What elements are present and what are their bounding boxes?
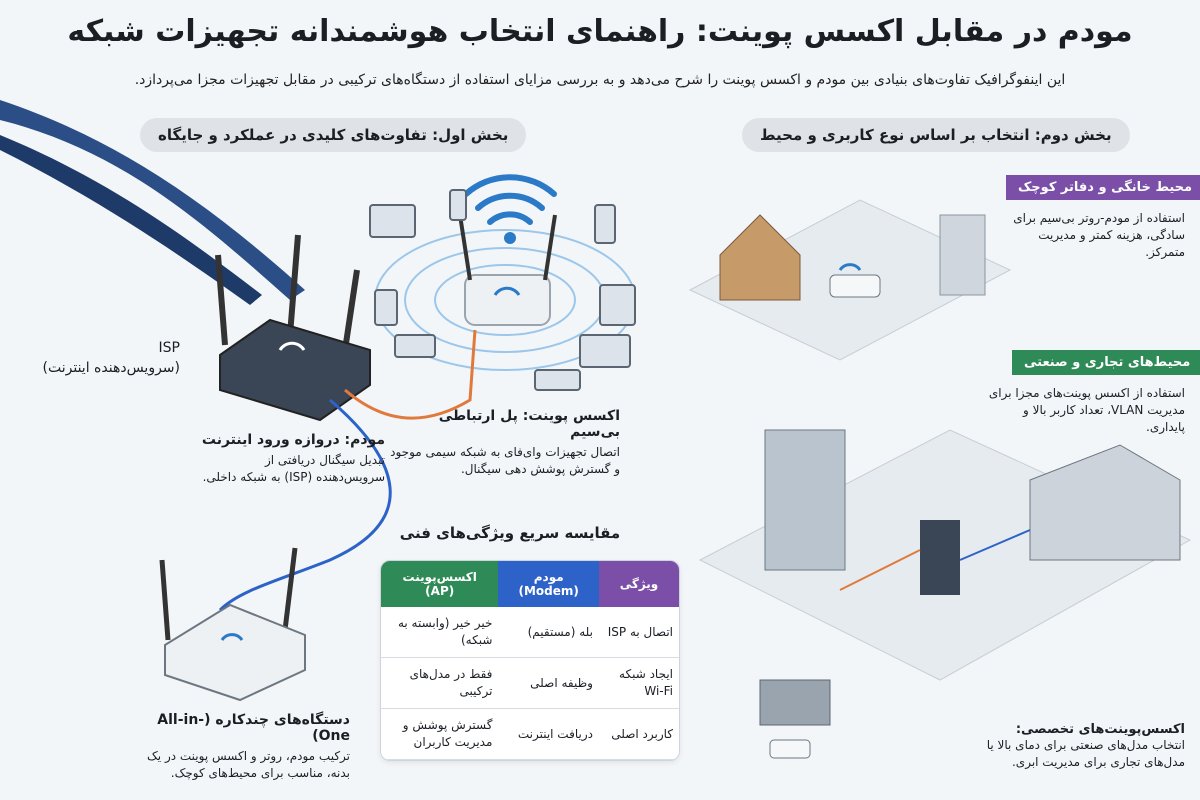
home-office-desc: استفاده از مودم-روتر بی‌سیم برای سادگی، … bbox=[1013, 211, 1185, 259]
special-ap-title: اکسس‌پوینت‌های تخصصی: bbox=[1015, 722, 1185, 737]
special-ap-callout: اکسس‌پوینت‌های تخصصی: انتخاب مدل‌های صنع… bbox=[985, 722, 1185, 771]
table-cell: گسترش پوشش و مدیریت کاربران bbox=[381, 709, 499, 760]
access-point-title: اکسس پوینت: پل ارتباطی بی‌سیم bbox=[438, 408, 620, 440]
table-row: کاربرد اصلی دریافت اینترنت گسترش پوشش و … bbox=[381, 709, 679, 760]
all-in-one-title: دستگاه‌های چندکاره (All-in-One) bbox=[157, 712, 350, 744]
isp-label-line2: (سرویس‌دهنده اینترنت) bbox=[42, 360, 180, 376]
wifi-signal-icon bbox=[463, 174, 557, 225]
isp-label: ISP (سرویس‌دهنده اینترنت) bbox=[20, 338, 180, 378]
wireless-devices bbox=[369, 189, 636, 391]
page-subtitle: این اینفوگرافیک تفاوت‌های بنیادی بین مود… bbox=[134, 72, 1066, 88]
page-title: مودم در مقابل اکسس پوینت: راهنمای انتخاب… bbox=[67, 14, 1133, 49]
main-cable bbox=[0, 100, 305, 300]
comparison-title: مقایسه سریع ویژگی‌های فنی bbox=[399, 524, 621, 542]
home-office-tag: محیط خانگی و دفاتر کوچک bbox=[1006, 175, 1200, 200]
access-point-device bbox=[458, 214, 557, 326]
table-cell: اتصال به ISP bbox=[598, 607, 679, 658]
table-cell: کاربرد اصلی bbox=[598, 709, 679, 760]
table-header-ap: اکسس‌پوینت (AP) bbox=[381, 561, 499, 607]
table-cell: ایجاد شبکه Wi-Fi bbox=[598, 658, 679, 709]
home-scene bbox=[688, 199, 1012, 361]
modem-callout: مودم: دروازه ورود اینترنت تبدیل سیگنال د… bbox=[200, 432, 385, 486]
isp-label-line1: ISP bbox=[158, 340, 180, 356]
table-cell: خیر خیر (وابسته به شبکه) bbox=[381, 607, 499, 658]
comparison-table: ویژگی مودم (Modem) اکسس‌پوینت (AP) اتصال… bbox=[380, 560, 680, 761]
table-cell: بله (مستقیم) bbox=[498, 607, 599, 658]
ethernet-cable-orange bbox=[344, 329, 477, 420]
ethernet-cable-blue bbox=[218, 398, 392, 612]
modem-desc: تبدیل سیگنال دریافتی از سرویس‌دهنده (ISP… bbox=[202, 453, 385, 484]
section1-heading: بخش اول: تفاوت‌های کلیدی در عملکرد و جای… bbox=[140, 118, 527, 152]
modem-device bbox=[215, 234, 371, 422]
all-in-one-device bbox=[159, 547, 306, 702]
access-point-callout: اکسس پوینت: پل ارتباطی بی‌سیم اتصال تجهی… bbox=[390, 408, 620, 478]
business-desc: استفاده از اکسس پوینت‌های مجزا برای مدیر… bbox=[988, 386, 1185, 434]
all-in-one-callout: دستگاه‌های چندکاره (All-in-One) ترکیب مو… bbox=[130, 712, 350, 782]
section2-heading: بخش دوم: انتخاب بر اساس نوع کاربری و محی… bbox=[742, 118, 1130, 152]
access-point-desc: اتصال تجهیزات وای‌فای به شبکه سیمی موجود… bbox=[390, 445, 620, 476]
table-cell: فقط در مدل‌های ترکیبی bbox=[381, 658, 499, 709]
table-cell: دریافت اینترنت bbox=[498, 709, 599, 760]
table-header-modem: مودم (Modem) bbox=[498, 561, 599, 607]
modem-title: مودم: دروازه ورود اینترنت bbox=[201, 432, 385, 448]
table-row: اتصال به ISP بله (مستقیم) خیر خیر (وابست… bbox=[381, 607, 679, 658]
business-tag: محیط‌های تجاری و صنعتی bbox=[1012, 350, 1200, 375]
business-scene bbox=[698, 429, 1192, 759]
table-header-feature: ویژگی bbox=[598, 561, 679, 607]
table-row: ایجاد شبکه Wi-Fi وظیفه اصلی فقط در مدل‌ه… bbox=[381, 658, 679, 709]
all-in-one-desc: ترکیب مودم، روتر و اکسس پوینت در یک بدنه… bbox=[147, 749, 350, 780]
special-ap-desc: انتخاب مدل‌های صنعتی برای دمای بالا یا م… bbox=[986, 738, 1185, 769]
table-cell: وظیفه اصلی bbox=[498, 658, 599, 709]
